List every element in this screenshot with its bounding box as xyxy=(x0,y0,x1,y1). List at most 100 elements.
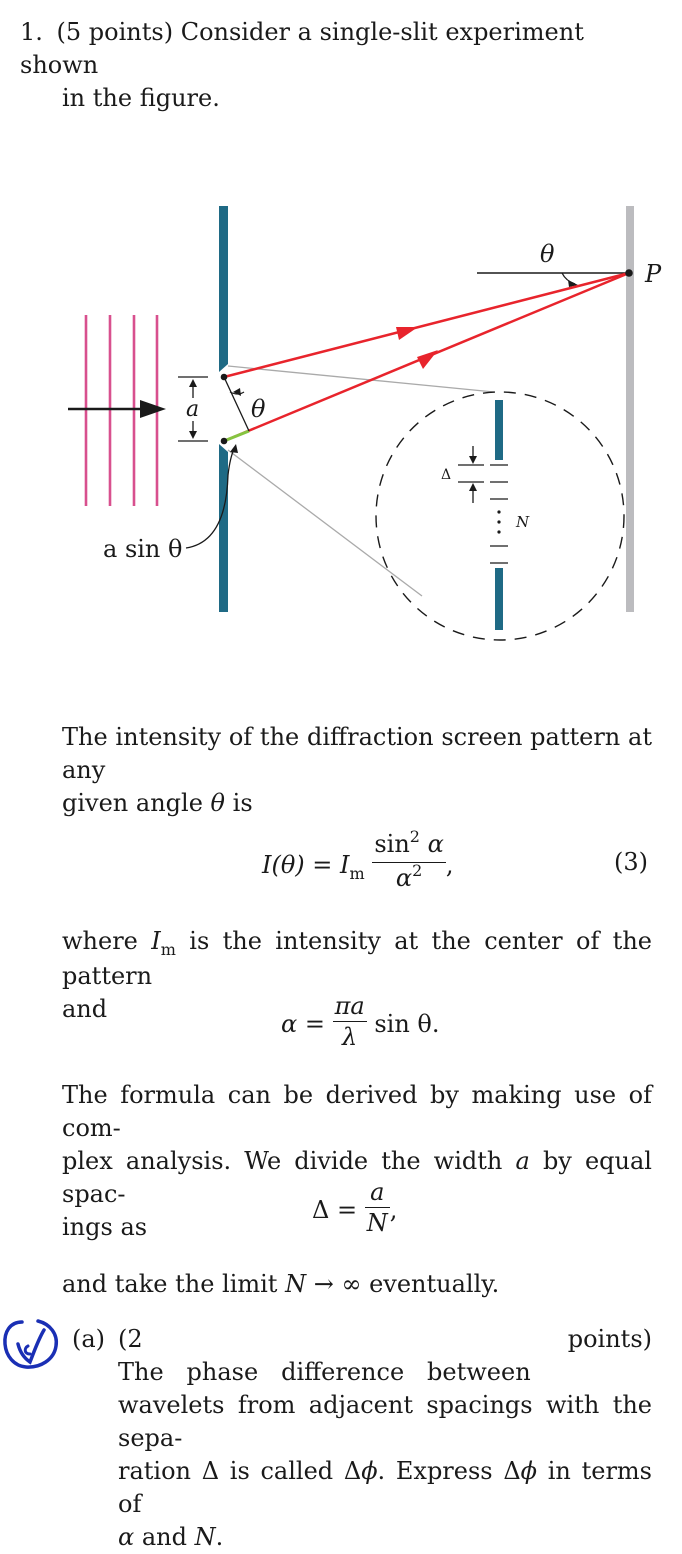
derive-line2-end: by equal spac- xyxy=(62,1147,652,1208)
barrier-top xyxy=(219,206,228,364)
problem-points: (5 points) xyxy=(56,18,174,46)
num-alpha: α xyxy=(427,830,444,858)
slit-width-arrow-down xyxy=(189,431,197,439)
barrier-bottom xyxy=(219,452,228,612)
delta-eq-fraction: a N xyxy=(364,1177,390,1238)
Im-sub: m xyxy=(160,940,176,959)
point-P xyxy=(625,269,633,277)
single-slit-figure: θ P a θ a sin θ xyxy=(68,206,662,641)
where-line2: and xyxy=(62,995,108,1023)
intensity-eq-denominator: α2 xyxy=(372,861,446,896)
limit-start: and take the limit xyxy=(62,1270,278,1298)
derive-line2-start: plex analysis. We divide the width xyxy=(62,1147,503,1175)
problem-line1: Consider a single-slit experiment shown xyxy=(20,18,584,79)
part-a-line3-start: ration Δ is called Δ xyxy=(118,1457,362,1485)
derive-line2-a: a xyxy=(515,1147,530,1175)
sin-fn: sin xyxy=(374,830,410,858)
zoom-barrier-bottom xyxy=(495,568,503,630)
intensity-eq-fraction: sin2 α α2 xyxy=(372,827,446,896)
intensity-line2-end: is xyxy=(232,789,253,817)
point-P-label: P xyxy=(644,260,662,288)
delta-eq-comma: , xyxy=(389,1196,398,1224)
zoom-circle xyxy=(375,391,625,641)
alpha-eq-rhs: sin θ. xyxy=(374,1010,440,1038)
delta-equation: Δ = a N , xyxy=(312,1178,398,1242)
where-word: where xyxy=(62,927,138,955)
slit-width-label: a xyxy=(186,397,199,422)
part-a-and: and xyxy=(141,1523,187,1551)
part-a-line1: The phase difference between xyxy=(118,1358,531,1386)
den-alpha: α xyxy=(395,864,413,892)
intensity-eq-lhs: I(θ) = I xyxy=(262,851,350,879)
where-paragraph: where Im is the intensity at the center … xyxy=(62,925,652,1026)
zoom-line-top xyxy=(227,365,495,393)
barrier-top-notch xyxy=(219,364,228,372)
path-difference-segment xyxy=(223,429,250,443)
problem-line2: in the figure. xyxy=(62,84,220,112)
where-line1-rest: is the intensity at the center of the pa… xyxy=(62,927,652,990)
barrier-bottom-notch xyxy=(219,444,228,452)
intensity-equation: I(θ) = Im sin2 α α2 , xyxy=(262,827,453,900)
alpha-eq-fraction: πa λ xyxy=(332,991,367,1052)
path-difference-pointer-head xyxy=(230,444,238,453)
num-power: 2 xyxy=(409,827,420,846)
part-a-N: N xyxy=(194,1523,216,1551)
delta-eq-lhs: Δ = xyxy=(312,1196,358,1224)
intensity-eq-sub: m xyxy=(349,864,365,883)
spacing-label: Δ xyxy=(441,467,451,483)
count-label: N xyxy=(515,513,530,531)
incident-wavefronts xyxy=(84,315,159,506)
slit-width-arrow-up xyxy=(189,379,197,387)
ray-bottom-arrowhead xyxy=(417,350,438,369)
slit-normal-line xyxy=(223,376,250,432)
intensity-line2-start: given angle xyxy=(62,789,203,817)
derivation-paragraph: The formula can be derived by making use… xyxy=(62,1079,652,1244)
part-a-phi1: ϕ xyxy=(361,1457,378,1485)
delta-eq-denominator: N xyxy=(366,1209,388,1237)
part-a-line2: wavelets from adjacent spacings with the… xyxy=(118,1391,652,1452)
intensity-eq-numerator: sin2 α xyxy=(372,827,446,863)
part-a-period: . xyxy=(215,1523,224,1551)
path-difference-label: a sin θ xyxy=(103,535,182,563)
part-a-label: (a) xyxy=(72,1325,106,1353)
spacing-arrow-up xyxy=(469,483,477,491)
spacing-dimension xyxy=(458,446,484,503)
part-a-alpha: α xyxy=(118,1523,135,1551)
alpha-eq-lhs: α = xyxy=(281,1010,325,1038)
limit-sentence: and take the limit N → ∞ eventually. xyxy=(62,1268,652,1301)
alpha-equation: α = πa λ sin θ. xyxy=(281,992,440,1056)
observation-screen xyxy=(626,206,634,612)
limit-end: eventually. xyxy=(369,1270,500,1298)
problem-number: 1. xyxy=(20,18,43,46)
derive-line3: ings as xyxy=(62,1213,148,1241)
zoom-barrier-top xyxy=(495,400,503,460)
part-a-line3-mid: . Express Δ xyxy=(377,1457,521,1485)
incident-arrowhead xyxy=(140,400,166,418)
part-a-question: (2 points) The phase difference between … xyxy=(118,1323,652,1554)
part-a-points: (2 points) xyxy=(118,1325,652,1353)
theta-label-at-P: θ xyxy=(540,240,555,268)
intensity-line2-theta: θ xyxy=(210,789,225,817)
ray-top xyxy=(223,271,630,379)
theta-label-at-slit: θ xyxy=(251,395,266,423)
equation-tag: (3) xyxy=(614,848,648,876)
part-a-phi2: ϕ xyxy=(520,1457,538,1485)
alpha-eq-numerator: πa xyxy=(332,992,367,1022)
zoom-ellipsis-dots xyxy=(497,510,501,534)
derive-line1: The formula can be derived by making use… xyxy=(62,1081,652,1142)
spacing-arrow-down xyxy=(469,456,477,464)
path-difference-pointer xyxy=(185,448,235,549)
theta-arc-slit-arrowhead xyxy=(233,388,241,396)
zoom-spacing-ticks xyxy=(490,464,508,564)
limit-expression: N → ∞ xyxy=(285,1270,362,1298)
theta-arc-arrowhead xyxy=(568,280,578,287)
problem-statement: 1. (5 points) Consider a single-slit exp… xyxy=(20,16,660,115)
alpha-eq-denominator: λ xyxy=(342,1023,358,1051)
delta-eq-numerator: a xyxy=(364,1177,390,1208)
Im-symbol: I xyxy=(151,927,161,955)
den-power: 2 xyxy=(412,861,423,880)
zoom-line-bottom xyxy=(227,449,423,597)
handwritten-check-icon xyxy=(3,1319,59,1369)
intensity-line1: The intensity of the diffraction screen … xyxy=(62,723,652,784)
intensity-paragraph: The intensity of the diffraction screen … xyxy=(62,721,652,820)
